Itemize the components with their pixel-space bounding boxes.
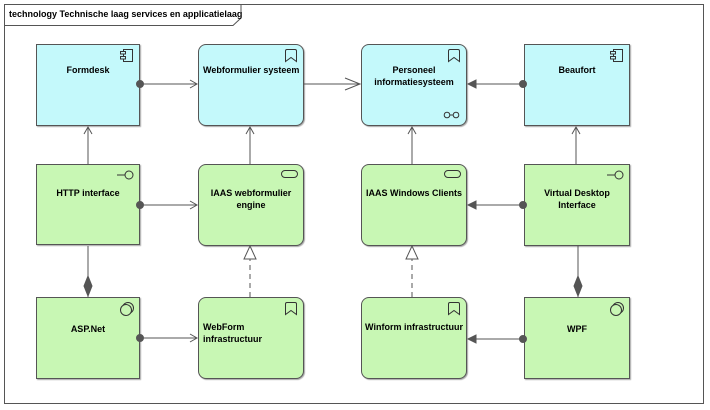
bookmark-icon xyxy=(285,302,297,316)
http-interface-label: HTTP interface xyxy=(56,188,120,198)
aspnet-system-software[interactable]: ASP.Net xyxy=(36,297,140,379)
iaas-webformulier-engine-service[interactable]: IAAS webformulier engine xyxy=(198,164,304,246)
iaas-windows-label: IAAS Windows Clients xyxy=(366,188,462,198)
component-icon xyxy=(120,49,133,62)
iaas-windows-clients-service[interactable]: IAAS Windows Clients xyxy=(361,164,467,246)
aspnet-label: ASP.Net xyxy=(70,324,106,334)
beaufort-component[interactable]: Beaufort xyxy=(524,44,630,126)
system-software-icon xyxy=(120,302,134,316)
component-icon xyxy=(610,49,623,62)
beaufort-label: Beaufort xyxy=(558,65,596,75)
bookmark-icon xyxy=(448,49,460,63)
webformulier-systeem-label: Webformulier systeem xyxy=(203,65,300,75)
service-pill-icon xyxy=(444,170,461,178)
interface-icon xyxy=(607,170,624,180)
personeel-informatiesysteem-service[interactable]: Personeel informatiesysteem xyxy=(361,44,467,126)
frame-title: technology Technische laag services en a… xyxy=(9,9,243,19)
wpf-system-software[interactable]: WPF xyxy=(524,297,630,379)
frame-tab-outline xyxy=(5,5,242,26)
formdesk-component[interactable]: Formdesk xyxy=(36,44,140,126)
virtual-desktop-interface[interactable]: Virtual Desktop Interface xyxy=(524,164,630,246)
link-icon xyxy=(443,111,460,119)
virtual-desktop-label: Virtual Desktop Interface xyxy=(544,188,610,210)
system-software-icon xyxy=(610,302,624,316)
interface-icon xyxy=(117,170,134,180)
webform-infra-label: WebForm infrastructuur xyxy=(203,322,263,344)
formdesk-label: Formdesk xyxy=(66,65,110,75)
service-pill-icon xyxy=(281,170,298,178)
bookmark-icon xyxy=(285,49,297,63)
webform-infrastructuur-service[interactable]: WebForm infrastructuur xyxy=(198,297,304,379)
wpf-label: WPF xyxy=(567,324,587,334)
http-interface[interactable]: HTTP interface xyxy=(36,164,140,245)
winform-infrastructuur-service[interactable]: Winform infrastructuur xyxy=(361,297,467,379)
iaas-webformulier-label: IAAS webformulier engine xyxy=(210,188,292,210)
personeel-label: Personeel informatiesysteem xyxy=(374,65,454,87)
bookmark-icon xyxy=(448,302,460,316)
winform-infra-label: Winform infrastructuur xyxy=(365,322,463,332)
webformulier-systeem-service[interactable]: Webformulier systeem xyxy=(198,44,304,126)
